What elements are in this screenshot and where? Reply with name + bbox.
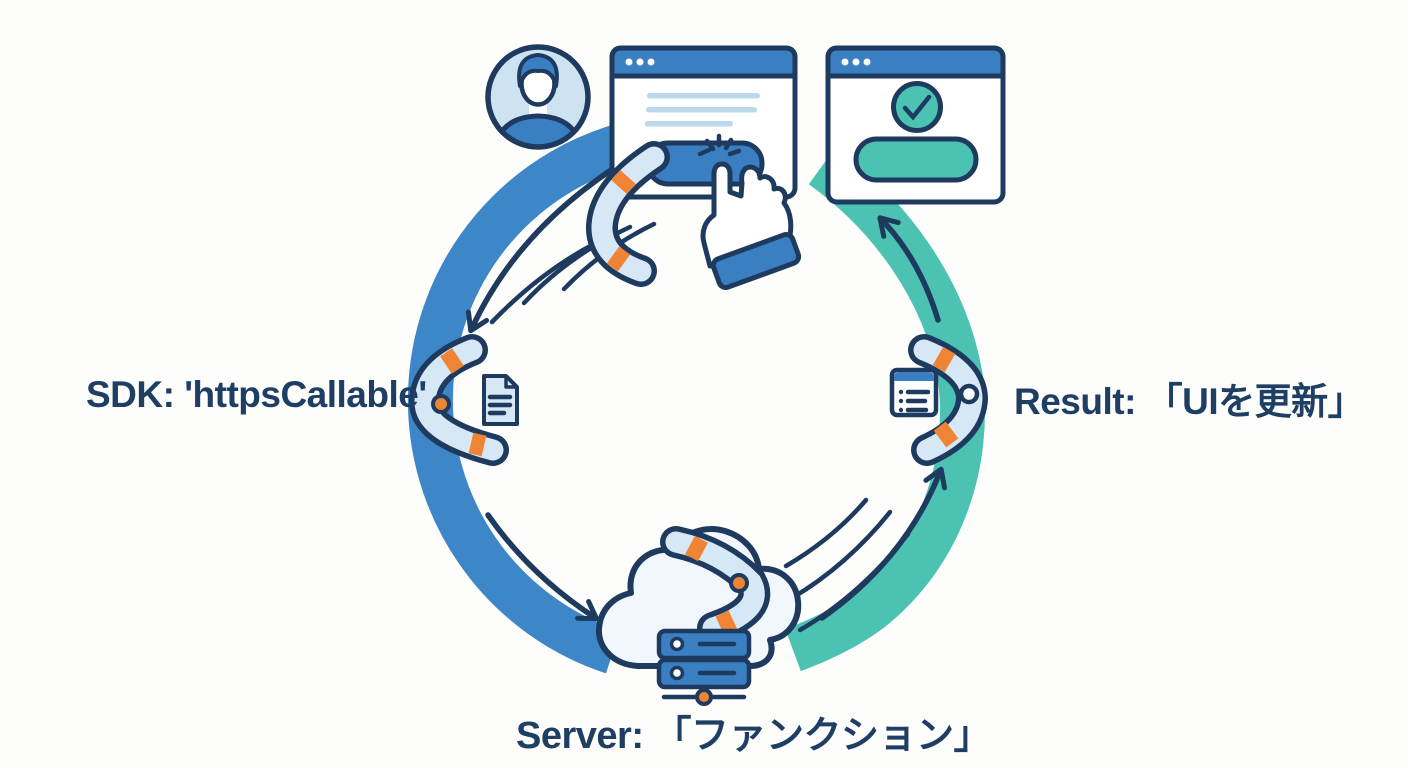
- result-window: [825, 45, 1006, 205]
- cloud-server-icon: [596, 526, 802, 706]
- check-mark-icon: [902, 94, 932, 121]
- document-icon: [482, 374, 519, 426]
- boomerang-icon: [409, 334, 509, 466]
- success-button[interactable]: [853, 136, 979, 183]
- result-titlebar: [825, 45, 1006, 79]
- request-arrow-upper-icon: [465, 155, 633, 334]
- sdk-label: SDK: 'httpsCallable': [86, 374, 427, 415]
- user-avatar-icon: [485, 44, 591, 150]
- boomerang-icon: [586, 141, 670, 287]
- result-label: Result: 「UIを更新」: [1014, 381, 1365, 422]
- server-label: Server: 「ファンクション」: [516, 715, 992, 757]
- boomerang-icon: [908, 334, 989, 466]
- content-lines: [645, 93, 760, 127]
- request-arrow-lower-icon: [485, 512, 600, 622]
- check-circle-icon: [891, 81, 943, 133]
- boomerang-icon: [660, 526, 771, 644]
- network-node-icon: [661, 684, 747, 706]
- response-arrow-upper-icon: [877, 215, 941, 323]
- titlebar-dots-icon: [841, 58, 871, 66]
- list-window-icon: [889, 367, 939, 418]
- cursor-hand-icon: [700, 161, 802, 290]
- browser-titlebar: [609, 45, 798, 79]
- cuff: [710, 232, 802, 290]
- speed-lines-lower-right: [783, 497, 911, 633]
- server-stack-icon: [656, 628, 752, 690]
- titlebar-dots-icon: [625, 58, 655, 66]
- click-spark-icon: [697, 133, 742, 157]
